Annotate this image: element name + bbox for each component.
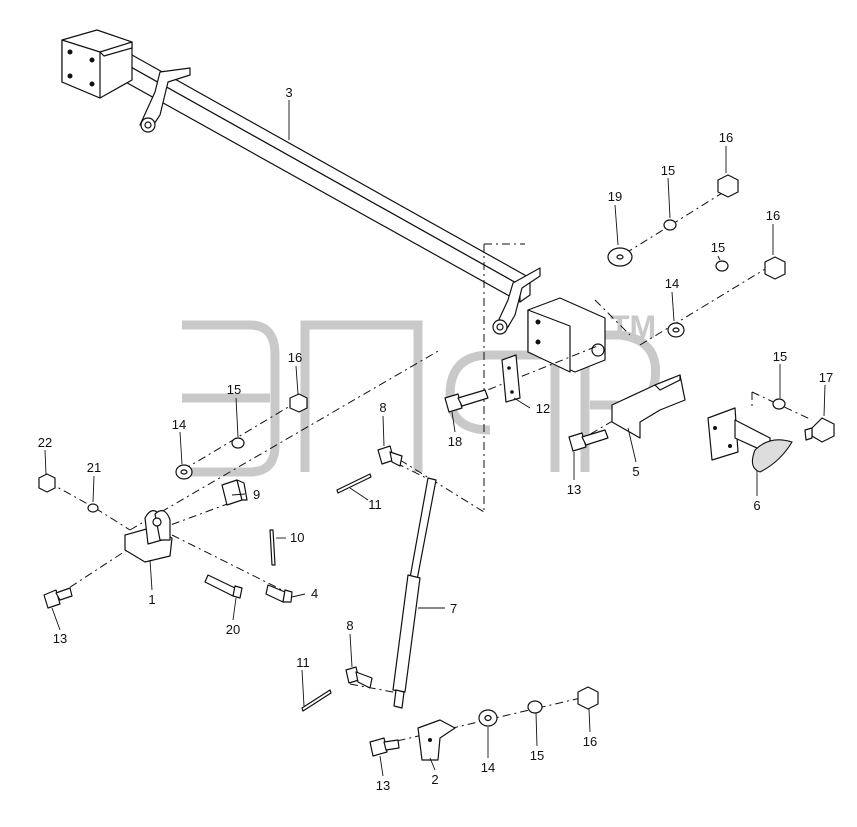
parts-8-11-upper [336,445,403,494]
callout-16: 16 [288,350,302,365]
callout-12: 12 [536,401,550,416]
callout-13: 13 [53,631,67,646]
callout-15: 15 [773,349,787,364]
assembly-lines [47,184,813,746]
callout-13: 13 [567,482,581,497]
callout-16: 16 [583,734,597,749]
callout-17: 17 [819,370,833,385]
callout-8: 8 [346,618,353,633]
hardware-bottom [301,666,599,761]
callout-15: 15 [227,382,241,397]
callout-1: 1 [148,592,155,607]
callout-15: 15 [711,240,725,255]
callout-18: 18 [448,434,462,449]
part-7-gas-spring [392,477,437,709]
hardware-left [38,393,308,513]
callout-14: 14 [665,276,679,291]
callout-6: 6 [753,498,760,513]
leader-lines [44,100,826,777]
callout-21: 21 [87,460,101,475]
callouts: 3 16 15 19 16 15 14 15 17 12 18 13 5 6 1… [38,85,833,793]
callout-9: 9 [253,487,260,502]
callout-16: 16 [719,130,733,145]
part-3-beam [61,29,606,373]
callout-15: 15 [530,748,544,763]
callout-20: 20 [226,622,240,637]
callout-7: 7 [450,601,457,616]
callout-22: 22 [38,435,52,450]
callout-8: 8 [379,400,386,415]
hardware-top-right [607,174,786,410]
callout-14: 14 [172,417,186,432]
callout-3: 3 [285,85,292,100]
callout-2: 2 [431,772,438,787]
callout-19: 19 [608,189,622,204]
parts-1-13-20-4-10 [43,510,293,609]
callout-5: 5 [632,464,639,479]
callout-11: 11 [368,497,382,512]
callout-13: 13 [376,778,390,793]
callout-15: 15 [661,163,675,178]
callout-11: 11 [296,655,310,670]
callout-10: 10 [290,530,304,545]
callout-16: 16 [766,208,780,223]
callout-14: 14 [481,760,495,775]
watermark-tm: TM [610,309,656,345]
callout-4: 4 [311,586,318,601]
parts-6-17 [707,407,835,473]
parts-12-18-13-5 [444,354,686,452]
